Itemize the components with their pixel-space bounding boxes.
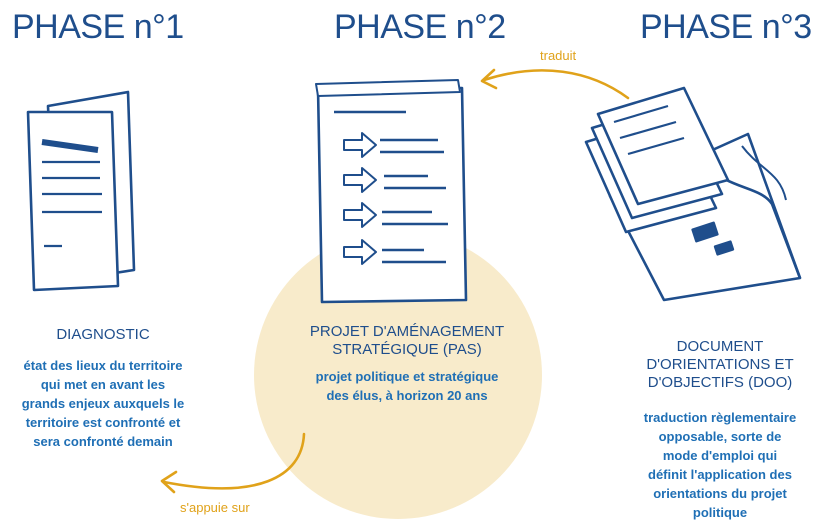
heading-line: STRATÉGIQUE (PAS) xyxy=(332,341,482,358)
document-icon xyxy=(26,90,136,292)
description-line: qui met en avant les xyxy=(40,377,166,392)
description-line: grands enjeux auxquels le xyxy=(21,396,185,411)
document-folder-icon xyxy=(584,86,802,302)
heading-line: PROJET D'AMÉNAGEMENT xyxy=(309,323,505,340)
description-line: des élus, à horizon 20 ans xyxy=(326,388,488,403)
phase-1-heading: DIAGNOSTIC xyxy=(8,326,198,344)
arrow-bullet-icon xyxy=(343,202,448,228)
phase-1-block: DIAGNOSTIC état des lieux du territoire … xyxy=(8,326,198,451)
description-line: politique xyxy=(692,505,748,520)
heading-line: D'ORIENTATIONS ET xyxy=(646,356,794,373)
phase-1-title: PHASE n°1 xyxy=(12,8,184,46)
arrow-label-appuie: s'appuie sur xyxy=(180,500,250,515)
phase-3-block: DOCUMENT D'ORIENTATIONS ET D'OBJECTIFS (… xyxy=(620,338,820,522)
phase-2-block: PROJET D'AMÉNAGEMENT STRATÉGIQUE (PAS) p… xyxy=(282,323,532,405)
description-line: projet politique et stratégique xyxy=(315,369,499,384)
phase-2-heading: PROJET D'AMÉNAGEMENT STRATÉGIQUE (PAS) xyxy=(282,323,532,359)
arrow-bullet-icon xyxy=(343,167,446,193)
heading-line: D'OBJECTIFS (DOO) xyxy=(647,374,793,391)
phase-1-description: état des lieux du territoire qui met en … xyxy=(8,356,198,451)
description-line: orientations du projet xyxy=(653,486,787,501)
phase-3-title: PHASE n°3 xyxy=(640,8,812,46)
description-line: état des lieux du territoire xyxy=(23,358,183,373)
heading-line: DIAGNOSTIC xyxy=(56,326,150,343)
phase-2-description: projet politique et stratégique des élus… xyxy=(282,367,532,405)
description-line: opposable, sorte de xyxy=(658,429,782,444)
arrow-traduit xyxy=(480,68,630,100)
arrow-bullet-icon xyxy=(343,132,444,158)
arrow-label-traduit: traduit xyxy=(540,48,577,63)
arrow-bullet-icon xyxy=(343,239,446,265)
description-line: traduction règlementaire xyxy=(643,410,797,425)
description-line: territoire est confronté et xyxy=(25,415,181,430)
phase-3-heading: DOCUMENT D'ORIENTATIONS ET D'OBJECTIFS (… xyxy=(620,338,820,392)
phase-2-title: PHASE n°2 xyxy=(334,8,506,46)
heading-line: DOCUMENT xyxy=(676,338,764,355)
arrow-appuie xyxy=(160,432,306,494)
strategy-sheet-icon xyxy=(315,79,468,304)
description-line: définit l'application des xyxy=(648,467,792,482)
description-line: sera confronté demain xyxy=(33,434,173,449)
description-line: mode d'emploi qui xyxy=(662,448,778,463)
phase-3-description: traduction règlementaire opposable, sort… xyxy=(620,408,820,522)
